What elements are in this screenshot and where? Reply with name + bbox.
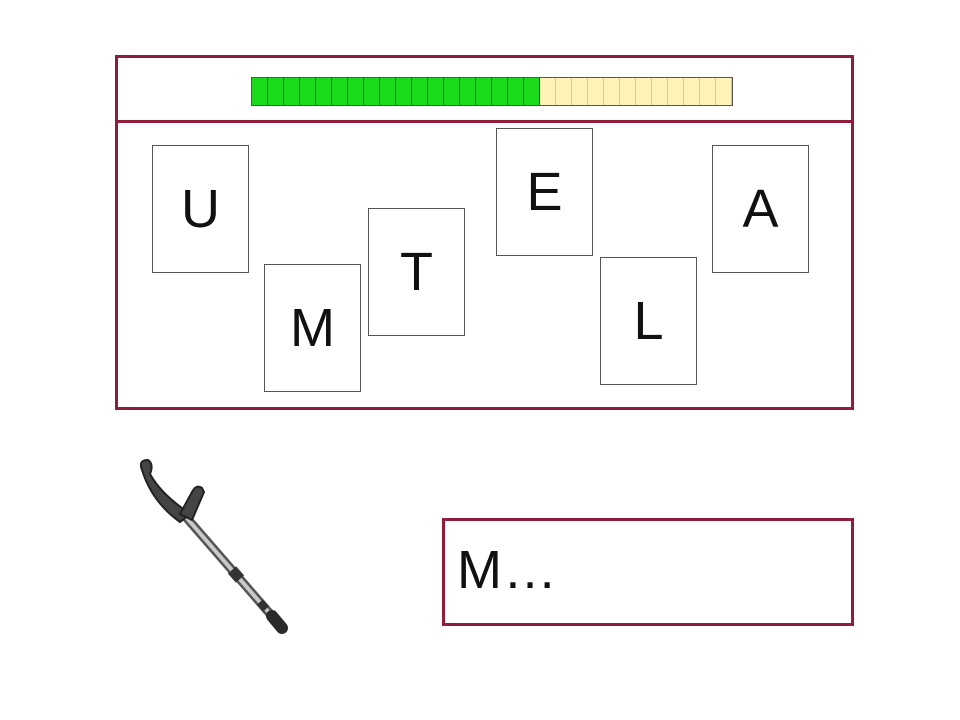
progress-segment-empty — [604, 78, 620, 105]
progress-segment-empty — [716, 78, 732, 105]
progress-segment-filled — [396, 78, 412, 105]
progress-segment-filled — [348, 78, 364, 105]
progress-segment-filled — [428, 78, 444, 105]
progress-segment-empty — [700, 78, 716, 105]
progress-segment-filled — [300, 78, 316, 105]
progress-segment-filled — [268, 78, 284, 105]
progress-segment-empty — [652, 78, 668, 105]
panel-divider — [118, 120, 851, 123]
letter-panel — [115, 55, 854, 410]
progress-segment-filled — [252, 78, 268, 105]
progress-segment-filled — [460, 78, 476, 105]
progress-segment-empty — [636, 78, 652, 105]
answer-box[interactable]: M… — [442, 518, 854, 626]
progress-segment-filled — [380, 78, 396, 105]
progress-segment-empty — [540, 78, 556, 105]
progress-segment-filled — [476, 78, 492, 105]
progress-segment-filled — [284, 78, 300, 105]
progress-segment-filled — [508, 78, 524, 105]
letter-card-e[interactable]: E — [496, 128, 593, 256]
progress-bar — [251, 77, 733, 106]
progress-segment-filled — [316, 78, 332, 105]
progress-segment-filled — [332, 78, 348, 105]
progress-segment-empty — [556, 78, 572, 105]
progress-segment-empty — [684, 78, 700, 105]
crutch-icon — [139, 458, 288, 634]
letter-card-m[interactable]: M — [264, 264, 361, 392]
progress-segment-empty — [668, 78, 684, 105]
letter-card-t[interactable]: T — [368, 208, 465, 336]
answer-text: M… — [457, 540, 558, 600]
letter-card-l[interactable]: L — [600, 257, 697, 385]
progress-segment-empty — [620, 78, 636, 105]
letter-card-a[interactable]: A — [712, 145, 809, 273]
progress-segment-filled — [492, 78, 508, 105]
progress-segment-filled — [364, 78, 380, 105]
progress-segment-filled — [524, 78, 540, 105]
progress-segment-filled — [444, 78, 460, 105]
progress-segment-empty — [572, 78, 588, 105]
progress-segment-empty — [588, 78, 604, 105]
letter-card-u[interactable]: U — [152, 145, 249, 273]
progress-segment-filled — [412, 78, 428, 105]
